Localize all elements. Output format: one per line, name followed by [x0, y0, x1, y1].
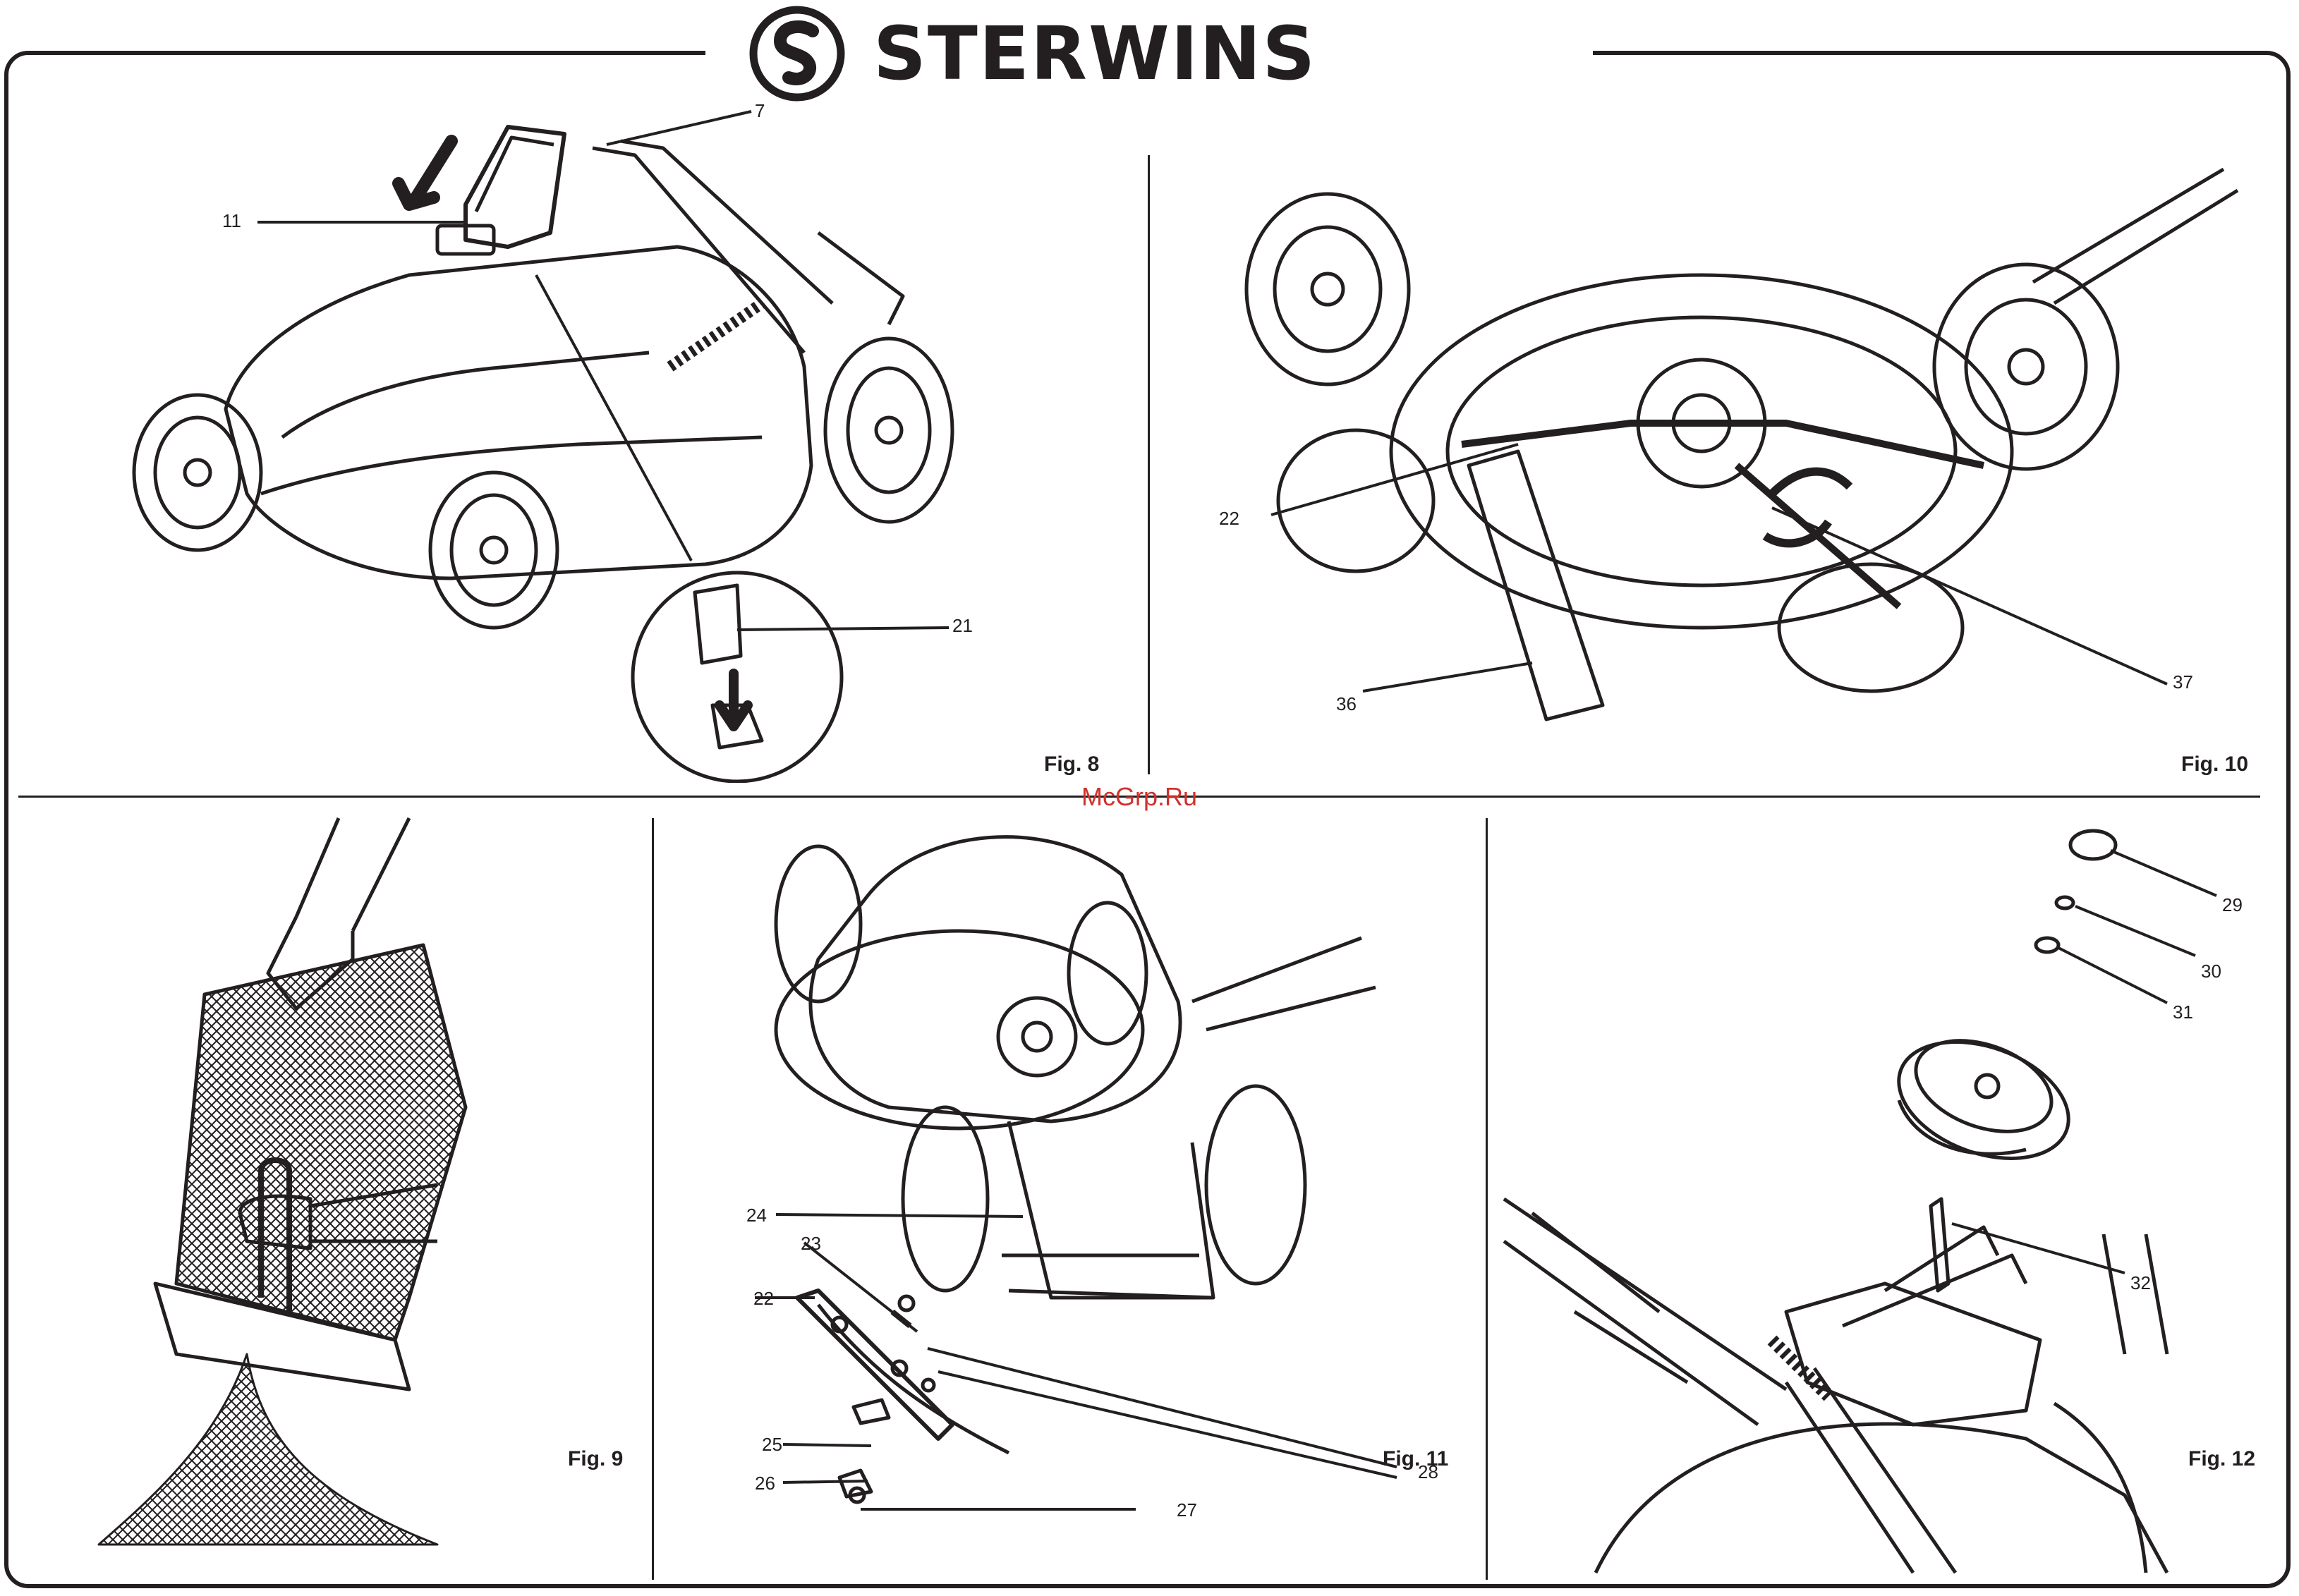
callout-31: 31	[2173, 1001, 2193, 1023]
lawnmower-battery-insertion-illustration	[14, 71, 1143, 783]
callout-27: 27	[1177, 1499, 1197, 1521]
figure-10-label: Fig. 10	[2181, 753, 2248, 776]
callout-30: 30	[2201, 961, 2221, 982]
blade-assembly-exploded-illustration	[656, 804, 1481, 1580]
rear-wheel-removal-illustration	[1490, 804, 2273, 1580]
figure-9-label: Fig. 9	[568, 1447, 623, 1471]
blade-removal-underside-illustration	[1151, 71, 2266, 783]
callout-36: 36	[1336, 693, 1357, 715]
callout-26: 26	[755, 1473, 775, 1494]
figure-8-panel: 7 11 21 Fig. 8	[14, 71, 1143, 783]
vertical-divider-top	[1148, 155, 1150, 774]
figure-12-panel: 29 30 31 32 Fig. 12	[1490, 804, 2273, 1580]
callout-22: 22	[1219, 508, 1239, 530]
callout-37: 37	[2173, 671, 2193, 693]
callout-24: 24	[746, 1205, 767, 1226]
figure-8-label: Fig. 8	[1044, 753, 1099, 776]
grass-bag-emptying-illustration	[14, 804, 649, 1580]
figure-11-panel: 24 23 22 28 25 26 27 Fig. 11	[656, 804, 1481, 1580]
vertical-divider-bottom-right	[1486, 818, 1488, 1580]
vertical-divider-bottom-left	[652, 818, 654, 1580]
callout-7: 7	[755, 100, 765, 122]
figure-12-label: Fig. 12	[2188, 1447, 2255, 1471]
callout-25: 25	[762, 1434, 782, 1456]
callout-21: 21	[952, 615, 973, 637]
callout-22-fig11: 22	[753, 1288, 774, 1310]
figure-11-label: Fig. 11	[1383, 1447, 1448, 1471]
figure-10-panel: 22 36 37 Fig. 10	[1151, 71, 2266, 783]
figure-9-panel: Fig. 9	[14, 804, 649, 1580]
callout-29: 29	[2222, 894, 2243, 916]
callout-23: 23	[801, 1233, 821, 1255]
callout-32: 32	[2130, 1272, 2151, 1294]
callout-11: 11	[222, 210, 241, 232]
